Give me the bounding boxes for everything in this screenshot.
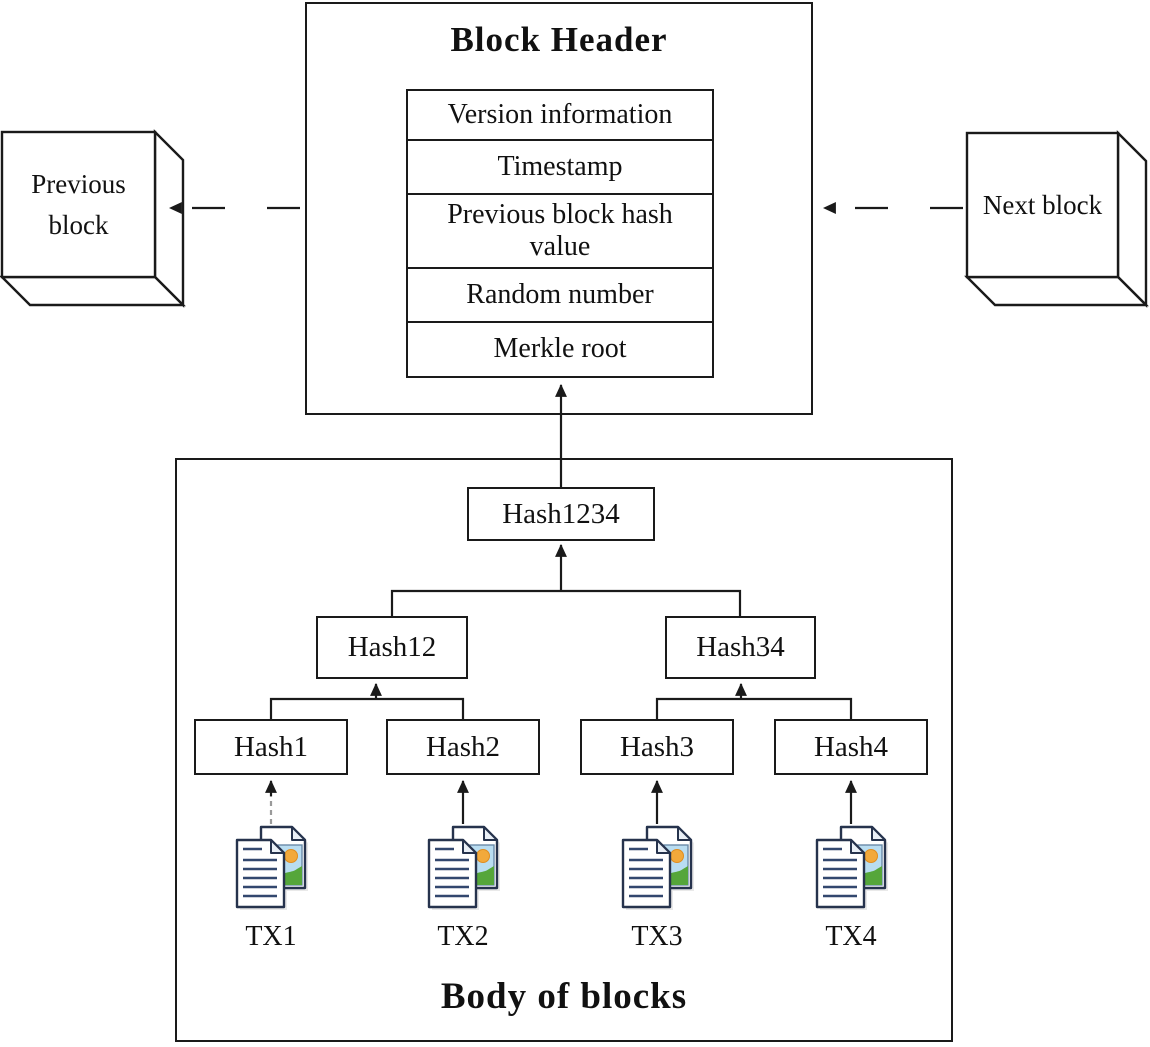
- hash1-box: Hash1: [194, 719, 348, 775]
- hash4-box: Hash4: [774, 719, 928, 775]
- transaction-document-icon: [811, 824, 891, 910]
- hash2-box: Hash2: [386, 719, 540, 775]
- field-timestamp: Timestamp: [408, 139, 712, 193]
- previous-block-cube: [0, 129, 186, 308]
- body-of-blocks-title: Body of blocks: [440, 975, 688, 1017]
- field-previous-block-hash: Previous block hash value: [408, 193, 712, 267]
- next-block-label: Next block: [982, 189, 1103, 220]
- next-block-cube: [964, 130, 1149, 308]
- transaction-document-icon: [617, 824, 697, 910]
- field-random-number: Random number: [408, 267, 712, 321]
- block-header-fields-table: Version information Timestamp Previous b…: [406, 89, 714, 378]
- transaction-document-icon: [231, 824, 311, 910]
- block-header-title: Block Header: [450, 20, 668, 59]
- field-merkle-root: Merkle root: [408, 321, 712, 376]
- hash34-box: Hash34: [665, 616, 816, 679]
- field-version-information: Version information: [447, 98, 673, 130]
- merkle-root-hash-box: Hash1234: [467, 487, 655, 541]
- tx1-label: TX1: [245, 921, 297, 952]
- tx2-label: TX2: [437, 921, 489, 952]
- hash12-box: Hash12: [316, 616, 468, 679]
- tx4-label: TX4: [825, 921, 877, 952]
- tx3-label: TX3: [631, 921, 683, 952]
- body-of-blocks-box: [175, 458, 953, 1042]
- previous-block-label: Previous block: [31, 169, 126, 240]
- transaction-document-icon: [423, 824, 503, 910]
- hash3-box: Hash3: [580, 719, 734, 775]
